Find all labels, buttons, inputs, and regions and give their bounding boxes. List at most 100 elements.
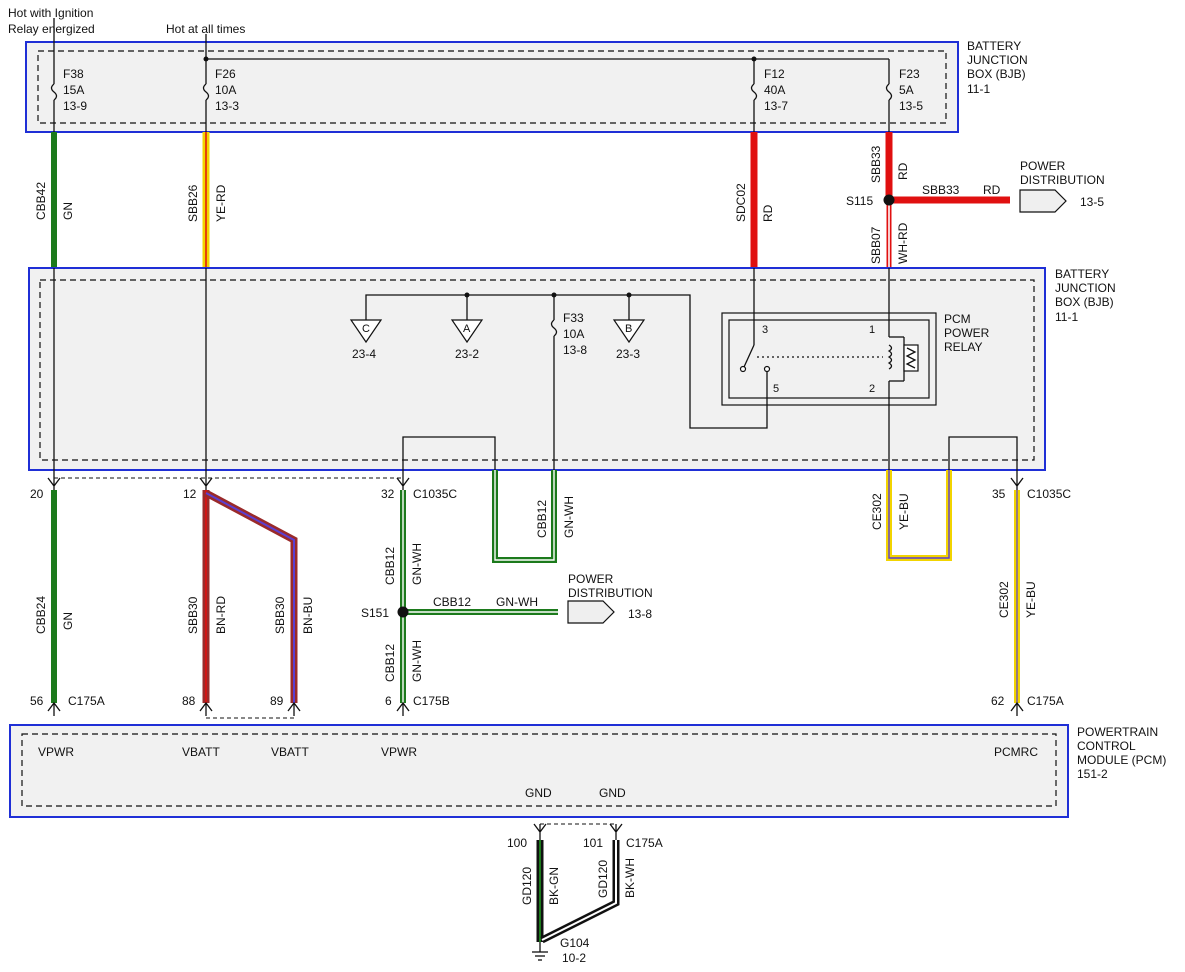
fuse-f26-rating: 10A xyxy=(215,83,236,97)
splice-s115-dot xyxy=(883,194,895,206)
fuse-f26-symbol xyxy=(202,34,210,132)
relay-switch-contact xyxy=(739,268,883,373)
relay-coil-icon xyxy=(887,268,919,478)
pcm-relay-title: PCM xyxy=(944,312,971,326)
fuse-f33-rating: 10A xyxy=(563,327,584,341)
ignition-note: Hot with Ignition xyxy=(8,6,93,20)
connector-c1035c-b: C1035C xyxy=(1027,487,1071,501)
bjb-top-box xyxy=(25,41,959,133)
wire-cbb24-circuit: CBB24 xyxy=(34,596,48,634)
relay-pin-3: 3 xyxy=(762,324,768,336)
ref-c-letter: C xyxy=(362,323,370,335)
pin-32: 32 xyxy=(381,487,395,501)
fuse-f33-ref: 13-8 xyxy=(563,343,587,357)
ignition-note-2: Relay energized xyxy=(8,22,95,36)
pcm-gnd-2: GND xyxy=(599,786,626,800)
pcm-pin-vpwr-2: VPWR xyxy=(381,745,417,759)
fuse-f38-rating: 15A xyxy=(63,83,84,97)
wire-sbb33-v-circuit: SBB33 xyxy=(869,145,883,183)
fuse-f12-ref: 13-7 xyxy=(764,99,788,113)
wire-gd120-wh-color: BK-WH xyxy=(623,858,637,898)
pcm-pin-vbatt-2: VBATT xyxy=(271,745,309,759)
power-distribution-1-label: POWER xyxy=(1020,159,1066,173)
bjb-top-inner xyxy=(37,50,947,124)
relay-pin-5: 5 xyxy=(773,383,779,395)
splice-s151-dot xyxy=(397,606,409,618)
fuse-f12-name: F12 xyxy=(764,67,785,81)
wire-sbb33-h-circuit: SBB33 xyxy=(922,183,960,197)
ground-name-g104: G104 xyxy=(560,936,590,950)
pin-20: 20 xyxy=(30,487,44,501)
wire-sbb33-h-color: RD xyxy=(983,183,1001,197)
fuse-f38-name: F38 xyxy=(63,67,84,81)
bjb-top-page-ref: 11-1 xyxy=(967,82,990,96)
relay-pin-2: 2 xyxy=(869,383,875,395)
reference-bus xyxy=(365,292,768,429)
ref-c-triangle: C 23-4 xyxy=(349,319,383,361)
relay-pin-1: 1 xyxy=(869,324,875,336)
ground-connector-markers xyxy=(533,823,623,840)
wire-sbb30-bn-rd: SBB30 BN-RD xyxy=(186,490,228,703)
wire-ce302-loop: CE302 YE-BU xyxy=(870,436,1018,561)
wire-cbb12-loop-circuit: CBB12 xyxy=(535,500,549,538)
wire-sdc02-circuit: SDC02 xyxy=(734,183,748,222)
connector-c175a-a: C175A xyxy=(68,694,105,708)
pcm-pin-vbatt-1: VBATT xyxy=(182,745,220,759)
wire-ce302-right: CE302 YE-BU xyxy=(997,490,1038,703)
wire-sbb07-circuit: SBB07 xyxy=(869,226,883,264)
splice-s151-label: S151 xyxy=(361,606,389,620)
ground-symbol-icon xyxy=(532,942,548,961)
splice-s115-label: S115 xyxy=(846,194,873,208)
bjb-top-title: BATTERY xyxy=(967,39,1021,53)
wire-cbb12-loop-color: GN-WH xyxy=(562,496,576,538)
wire-sbb30-rd-color: BN-RD xyxy=(214,596,228,634)
wire-cbb42-circuit: CBB42 xyxy=(34,182,48,220)
power-distribution-arrow-2 xyxy=(567,600,615,624)
wire-sbb30-rd-circuit: SBB30 xyxy=(186,596,200,634)
fuse-f23-name: F23 xyxy=(899,67,920,81)
wire-ce302-loop-color: YE-BU xyxy=(897,493,911,530)
bjb-main-page-ref: 11-1 xyxy=(1055,310,1078,324)
pin-88: 88 xyxy=(182,694,196,708)
power-distribution-1-label-2: DISTRIBUTION xyxy=(1020,173,1105,187)
wire-sbb33-horizontal: SBB33 RD xyxy=(889,183,1010,204)
bjb-main-box xyxy=(28,267,1046,471)
wire-sbb33-vertical: SBB33 RD xyxy=(869,132,910,200)
wire-cbb12-lower-color: GN-WH xyxy=(410,640,424,682)
ref-c-page: 23-4 xyxy=(352,347,376,361)
wire-sdc02-color: RD xyxy=(761,204,775,222)
pcm-inner xyxy=(21,733,1057,807)
wire-gd120-wh-circuit: GD120 xyxy=(596,860,610,898)
pin-62: 62 xyxy=(991,694,1005,708)
pcm-page-ref: 151-2 xyxy=(1077,767,1108,781)
wire-cbb42-color: GN xyxy=(61,202,75,220)
wire-sbb07: SBB07 WH-RD xyxy=(869,200,910,268)
power-distribution-2-label-2: DISTRIBUTION xyxy=(568,586,653,600)
ref-b-letter: B xyxy=(625,323,632,335)
wire-sdc02: SDC02 RD xyxy=(734,132,775,268)
bjb-main-title: BATTERY xyxy=(1055,267,1109,281)
ref-a-page: 23-2 xyxy=(455,347,479,361)
ref-a-letter: A xyxy=(463,323,471,335)
connector-c175b: C175B xyxy=(413,694,450,708)
wire-sbb26: SBB26 YE-RD xyxy=(186,132,228,268)
wire-cbb12-loop: CBB12 GN-WH xyxy=(402,436,576,563)
pcm-pin-pcmrc: PCMRC xyxy=(994,745,1038,759)
wire-gd120-bk-gn: GD120 BK-GN xyxy=(520,840,561,942)
fuse-f33-symbol xyxy=(550,319,558,470)
wire-sbb30-bu-circuit: SBB30 xyxy=(273,596,287,634)
wire-sbb30-bn-bu: SBB30 BN-BU xyxy=(204,489,315,703)
bjb-main-title-3: BOX (BJB) xyxy=(1055,295,1114,309)
wire-sbb26-color: YE-RD xyxy=(214,184,228,222)
connector-c1035c-a: C1035C xyxy=(413,487,457,501)
wire-cbb12-lower: CBB12 GN-WH xyxy=(383,612,424,703)
power-distribution-arrow-1 xyxy=(1019,189,1067,213)
fuse-f23-rating: 5A xyxy=(899,83,914,97)
wire-gd120-gn-color: BK-GN xyxy=(547,867,561,905)
wire-cbb12-h-circuit: CBB12 xyxy=(433,595,471,609)
wire-cbb12-upper-color: GN-WH xyxy=(410,543,424,585)
hot-at-all-times-note: Hot at all times xyxy=(166,22,245,36)
pin-101: 101 xyxy=(583,836,603,850)
ground-ref: 10-2 xyxy=(562,951,586,965)
